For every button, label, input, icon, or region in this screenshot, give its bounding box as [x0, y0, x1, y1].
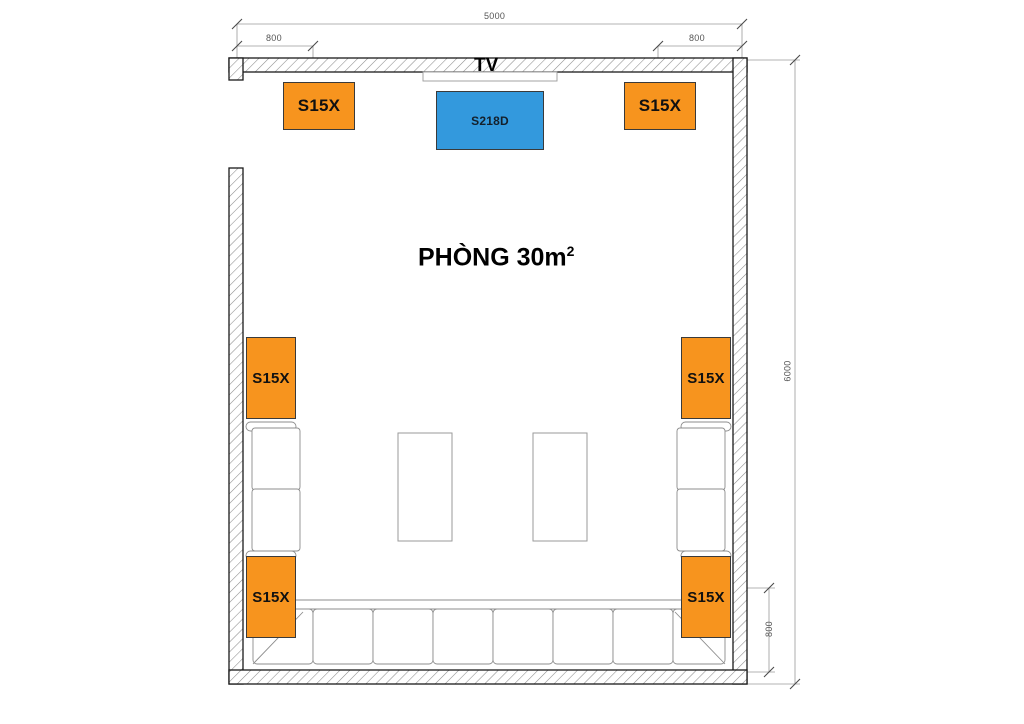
room-title-text: PHÒNG 30m: [418, 243, 567, 272]
sectional-sofa: [245, 421, 732, 665]
dimension-overall-height: 6000: [782, 360, 793, 382]
dimension-right-offset: 800: [689, 33, 705, 43]
dimension-left-offset: 800: [266, 33, 282, 43]
subwoofer-label: S218D: [471, 113, 509, 128]
speaker-label: S15X: [687, 369, 725, 387]
room-title-superscript: 2: [566, 243, 575, 259]
speaker-label: S15X: [687, 588, 725, 606]
speaker-s15x-rear-left[interactable]: S15X: [246, 556, 296, 638]
center-tables: [397, 432, 588, 542]
speaker-label: S15X: [252, 369, 290, 387]
tv-screen: [422, 71, 558, 82]
page-title: PHÒNG 30m2: [418, 243, 574, 272]
speaker-s15x-front-left[interactable]: S15X: [283, 82, 355, 130]
speaker-label: S15X: [638, 96, 682, 115]
tv-label: TV: [474, 55, 499, 76]
dimension-overall-width: 5000: [484, 11, 506, 21]
subwoofer-s218d[interactable]: S218D: [436, 91, 544, 150]
dimension-lines-top: [231, 18, 748, 72]
room-walls: [228, 57, 748, 685]
dimension-lines-right: [744, 54, 801, 690]
speaker-label: S15X: [252, 588, 290, 606]
speaker-s15x-rear-right[interactable]: S15X: [681, 556, 731, 638]
table-right: [532, 432, 588, 542]
speaker-s15x-mid-left[interactable]: S15X: [246, 337, 296, 419]
dimension-bottom-offset: 800: [763, 621, 774, 637]
speaker-label: S15X: [297, 96, 341, 115]
speaker-s15x-front-right[interactable]: S15X: [624, 82, 696, 130]
speaker-s15x-mid-right[interactable]: S15X: [681, 337, 731, 419]
table-left: [397, 432, 453, 542]
